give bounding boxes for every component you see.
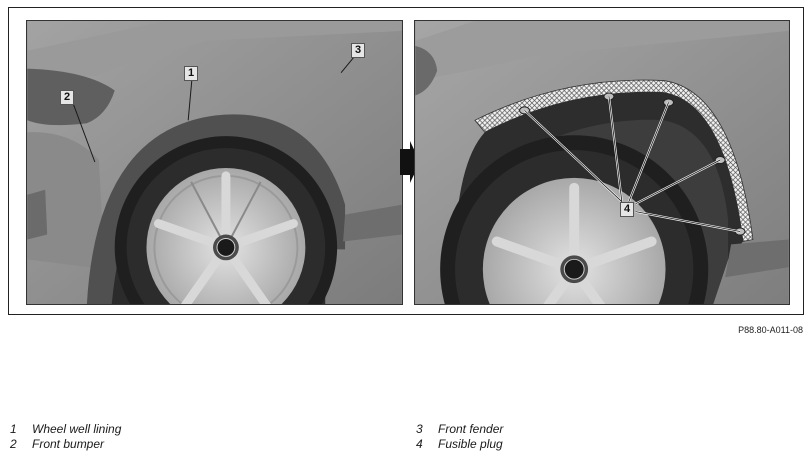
legend-column-left: 1 Wheel well lining 2 Front bumper <box>10 422 121 452</box>
callout-4: 4 <box>620 202 635 217</box>
legend-number: 3 <box>416 422 423 436</box>
callout-3: 3 <box>351 43 366 58</box>
legend-column-right: 3 Front fender 4 Fusible plug <box>416 422 503 452</box>
legend-text: Front fender <box>438 422 504 436</box>
callout-1: 1 <box>184 66 199 81</box>
car-front-wheel-arch-drawing <box>27 21 402 304</box>
legend-item: 4 Fusible plug <box>416 437 503 452</box>
legend-text: Fusible plug <box>438 437 503 451</box>
right-panel-illustration <box>414 20 790 305</box>
left-panel-illustration <box>26 20 403 305</box>
illustration-frame: 1 2 3 <box>8 7 804 315</box>
legend-item: 1 Wheel well lining <box>10 422 121 437</box>
callout-2: 2 <box>60 90 75 105</box>
figure-reference-code: P88.80-A011-08 <box>738 325 803 335</box>
legend-number: 1 <box>10 422 17 436</box>
legend-text: Front bumper <box>32 437 105 451</box>
wheel-arch-lining-removed-drawing <box>415 21 789 304</box>
legend-number: 4 <box>416 437 423 451</box>
legend-item: 2 Front bumper <box>10 437 121 452</box>
legend-item: 3 Front fender <box>416 422 503 437</box>
legend-text: Wheel well lining <box>32 422 122 436</box>
legend-number: 2 <box>10 437 17 451</box>
